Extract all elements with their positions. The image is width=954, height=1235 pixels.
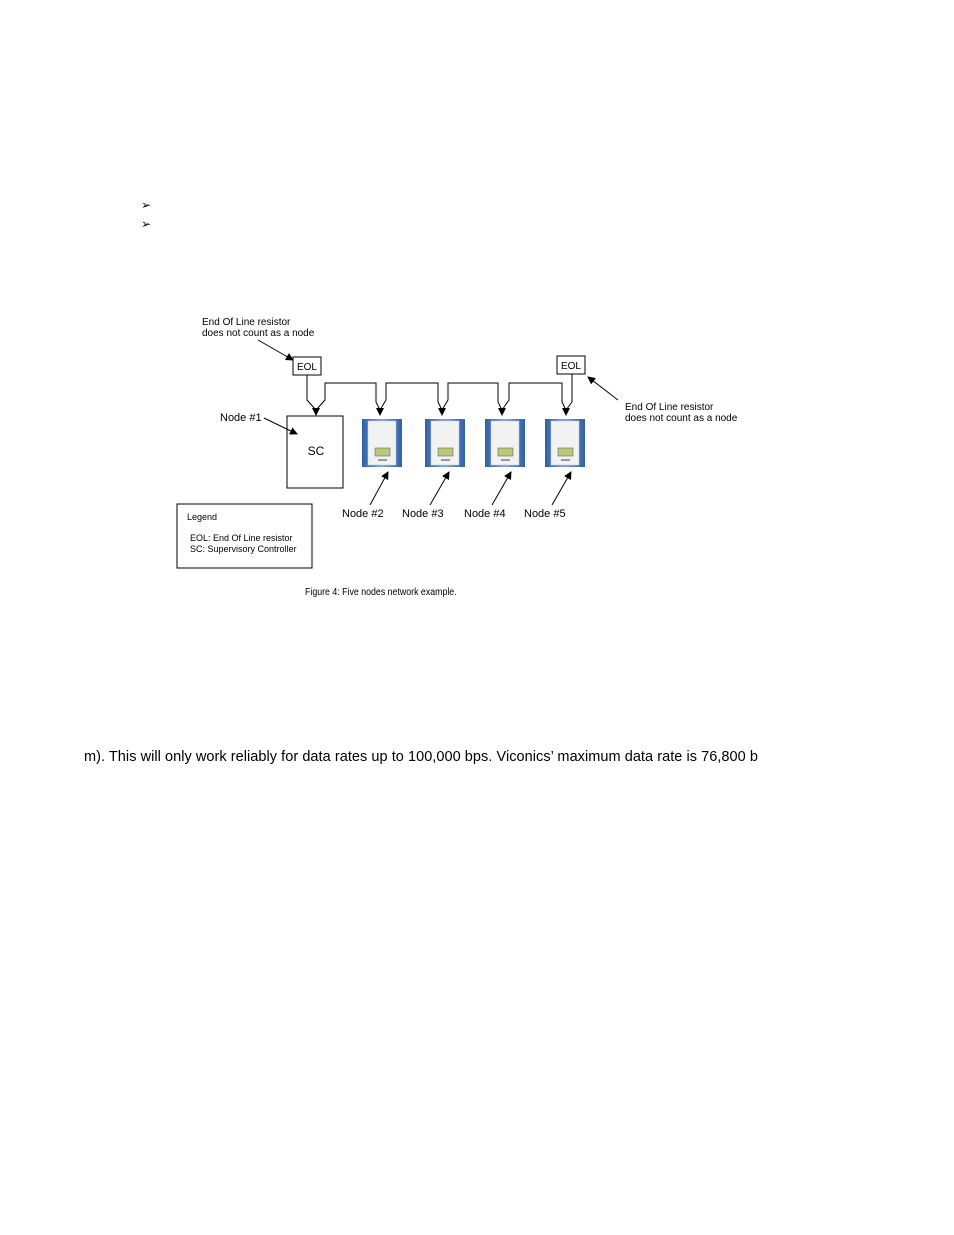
device-node-3 [425, 419, 465, 467]
node4-label: Node #4 [464, 508, 506, 520]
bus-taps [312, 408, 570, 416]
legend-eol: EOL: End Of Line resistor [190, 533, 293, 543]
node1-label: Node #1 [220, 412, 262, 424]
eol-left-label: EOL [297, 362, 317, 373]
eol-note-right-arrow [588, 377, 618, 400]
node4-arrow [492, 472, 511, 505]
eol-note-left-line2: does not count as a node [202, 328, 315, 339]
device-node-4 [485, 419, 525, 467]
network-diagram: End Of Line resistor does not count as a… [0, 0, 954, 620]
eol-note-left-line1: End Of Line resistor [202, 317, 291, 328]
eol-right-label: EOL [561, 361, 581, 372]
body-text: m). This will only work reliably for dat… [84, 749, 758, 765]
sc-label: SC [308, 444, 325, 458]
node3-label: Node #3 [402, 508, 444, 520]
eol-note-right-line1: End Of Line resistor [625, 402, 714, 413]
legend-title: Legend [187, 512, 217, 522]
legend-sc: SC: Supervisory Controller [190, 544, 297, 554]
node2-label: Node #2 [342, 508, 384, 520]
node5-label: Node #5 [524, 508, 566, 520]
node3-arrow [430, 472, 449, 505]
node5-arrow [552, 472, 571, 505]
eol-note-right-line2: does not count as a node [625, 413, 738, 424]
node2-arrow [370, 472, 388, 505]
device-node-5 [545, 419, 585, 467]
bus-wire [307, 374, 572, 410]
eol-note-left-arrow [258, 340, 293, 360]
figure-caption: Figure 4: Five nodes network example. [305, 587, 457, 598]
device-node-2 [362, 419, 402, 467]
